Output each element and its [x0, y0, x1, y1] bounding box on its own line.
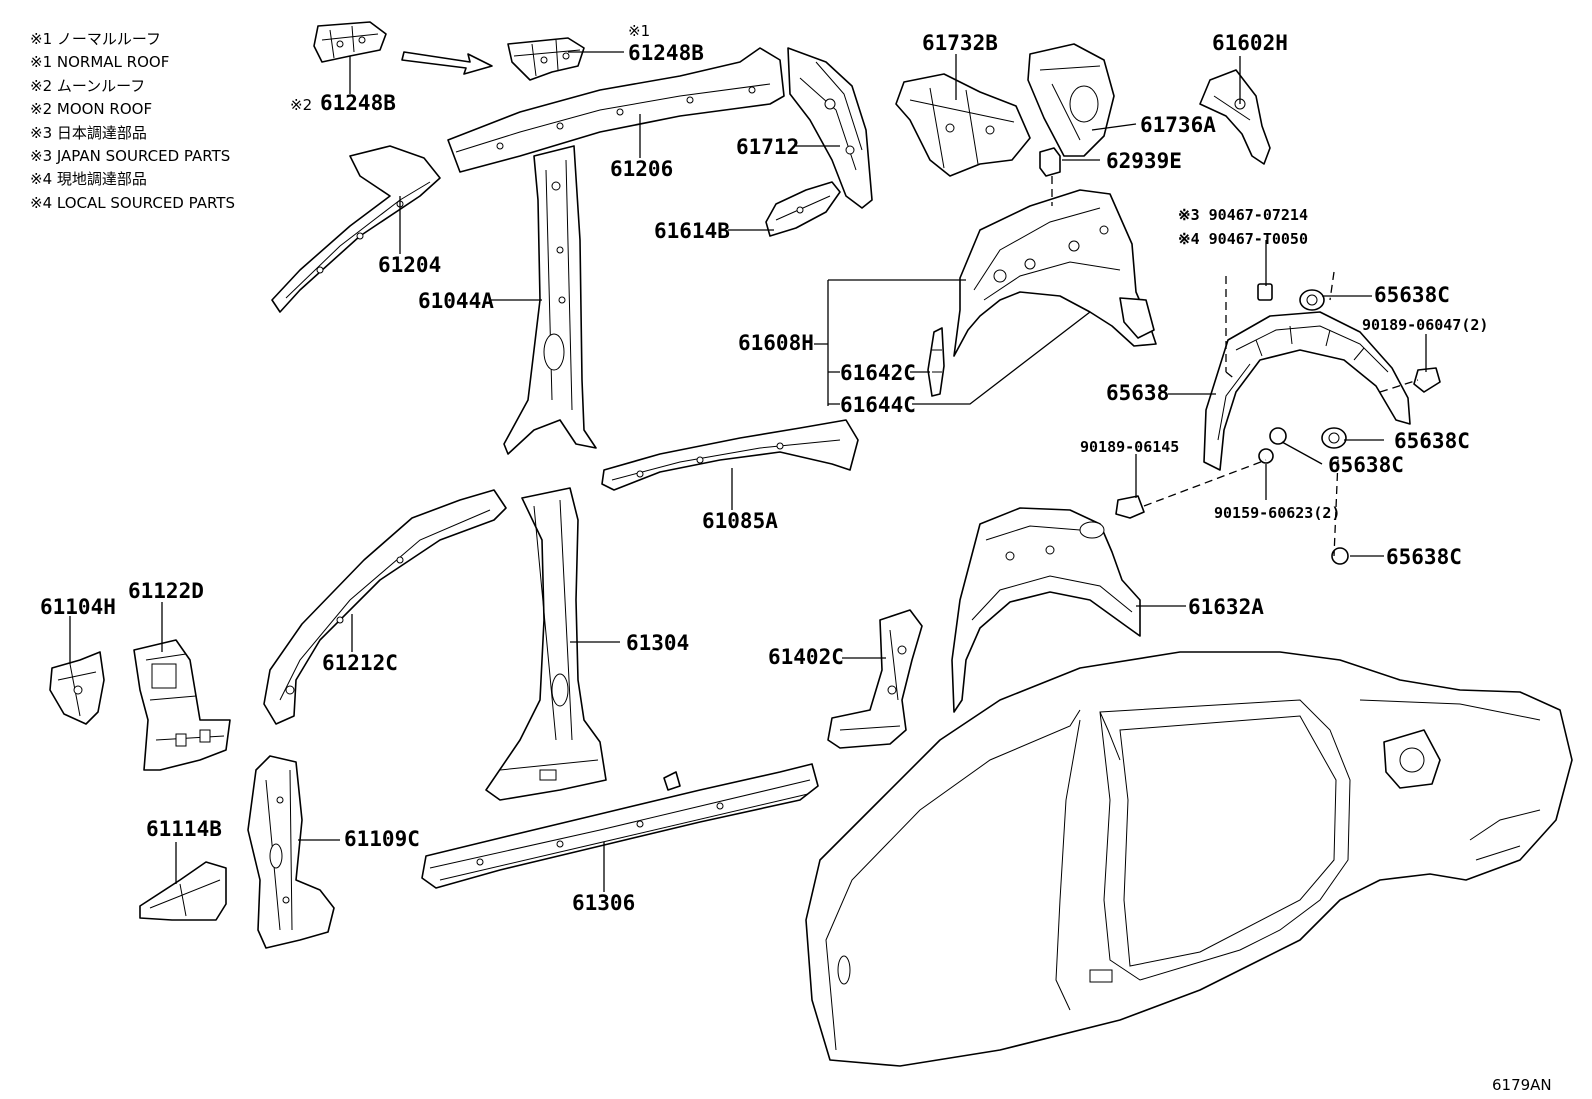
label-61644c: 61644C: [840, 393, 916, 417]
label-61204: 61204: [378, 253, 441, 277]
part-61114b-drawing: [139, 861, 227, 921]
part-61736a-drawing: [1027, 43, 1115, 157]
part-61732b-drawing: [895, 73, 1031, 177]
label-61122d: 61122D: [128, 579, 204, 603]
part-61306-drawing: [421, 763, 819, 889]
part-62939e-drawing: [1039, 147, 1061, 177]
part-61044a-drawing: [503, 145, 597, 455]
part-61204-drawing: [271, 145, 441, 313]
note-mark-normal: ※1: [628, 22, 650, 40]
legend-line: ※3 日本調達部品: [30, 123, 147, 142]
legend-line: ※2 MOON ROOF: [30, 100, 153, 119]
note-mark-moon: ※2: [290, 96, 312, 114]
legend-line: ※1 NORMAL ROOF: [30, 53, 170, 72]
label-90189-06145: 90189-06145: [1080, 438, 1179, 456]
dashed-assembly-lines: [1051, 176, 1419, 557]
label-61732b: 61732B: [922, 31, 998, 55]
label-61608h: 61608H: [738, 331, 814, 355]
label-61248b-moon: 61248B: [320, 91, 396, 115]
legend-line: ※1 ノーマルルーフ: [30, 30, 161, 48]
label-65638c-b: 65638C: [1394, 429, 1470, 453]
part-61304-drawing: [485, 487, 607, 801]
part-61248b-moon-drawing: [313, 21, 387, 63]
label-65638c-d: 65638C: [1386, 545, 1462, 569]
leader-lines: [69, 51, 1427, 892]
label-61602h: 61602H: [1212, 31, 1288, 55]
legend-line: ※4 LOCAL SOURCED PARTS: [30, 193, 235, 212]
part-61122d-drawing: [133, 639, 231, 771]
legend-line: ※3 JAPAN SOURCED PARTS: [30, 147, 231, 166]
label-61248b-normal: 61248B: [628, 41, 704, 65]
label-90159-60623: 90159-60623(2): [1214, 504, 1340, 522]
label-61044a: 61044A: [418, 289, 494, 313]
label-61402c: 61402C: [768, 645, 844, 669]
label-61736a: 61736A: [1140, 113, 1216, 137]
part-61109c-drawing: [247, 755, 335, 949]
part-61632a-drawing: [951, 507, 1141, 713]
legend-line: ※2 ムーンルーフ: [30, 76, 146, 95]
figure-code: 6179AN: [1492, 1076, 1552, 1094]
label-61212c: 61212C: [322, 651, 398, 675]
label-90189-06047: 90189-06047(2): [1362, 316, 1488, 334]
label-65638: 65638: [1106, 381, 1169, 405]
label-90467-07214: ※3 90467-07214: [1178, 206, 1308, 224]
label-61712: 61712: [736, 135, 799, 159]
part-65638-drawing: [1203, 311, 1411, 471]
fastener-icons: [1115, 283, 1441, 565]
label-62939e: 62939E: [1106, 149, 1182, 173]
label-61085a: 61085A: [702, 509, 778, 533]
label-90467-t0050: ※4 90467-T0050: [1178, 230, 1308, 248]
label-61109c: 61109C: [344, 827, 420, 851]
part-61614b-drawing: [765, 181, 841, 237]
legend: ※1 ノーマルルーフ ※1 NORMAL ROOF ※2 ムーンルーフ ※2 M…: [30, 28, 235, 215]
label-61114b: 61114B: [146, 817, 222, 841]
label-61632a: 61632A: [1188, 595, 1264, 619]
label-61206: 61206: [610, 157, 673, 181]
label-61104h: 61104H: [40, 595, 116, 619]
label-61614b: 61614B: [654, 219, 730, 243]
label-65638c-a: 65638C: [1374, 283, 1450, 307]
part-61212c-drawing: [263, 489, 507, 725]
part-61085a-drawing: [601, 419, 859, 491]
part-61712-drawing: [787, 47, 873, 209]
label-61304: 61304: [626, 631, 689, 655]
part-61608h-drawing: [953, 189, 1157, 357]
part-61206-drawing: [447, 47, 785, 173]
arrow-icon: [401, 51, 493, 75]
part-61248b-normal-drawing: [507, 37, 585, 81]
part-61402c-drawing: [827, 609, 923, 749]
part-side-panel-drawing: [805, 651, 1573, 1067]
label-61306: 61306: [572, 891, 635, 915]
part-61104h-drawing: [49, 651, 105, 725]
label-65638c-c: 65638C: [1328, 453, 1404, 477]
label-61642c: 61642C: [840, 361, 916, 385]
part-61642c-drawing: [927, 327, 945, 397]
legend-line: ※4 現地調達部品: [30, 170, 147, 189]
